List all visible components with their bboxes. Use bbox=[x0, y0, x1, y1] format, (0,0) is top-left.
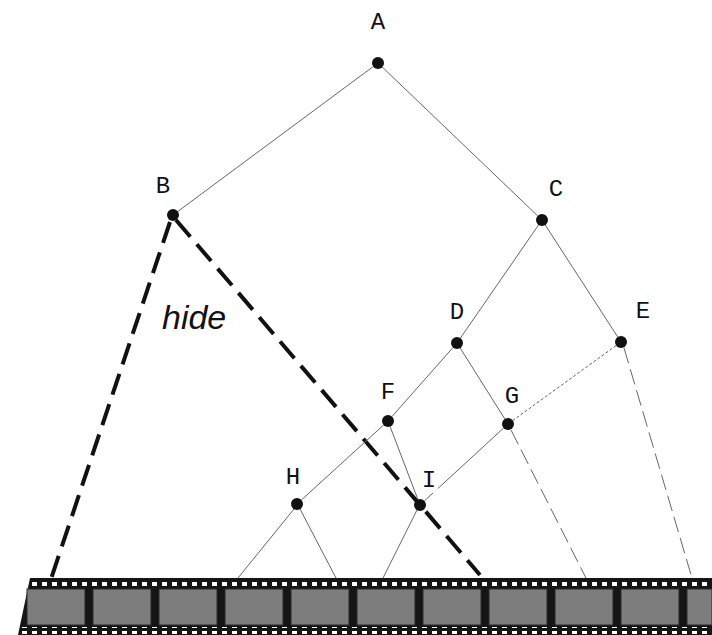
node-letter: H bbox=[284, 466, 302, 490]
tree-edge bbox=[392, 347, 453, 416]
tree-edge bbox=[545, 225, 617, 337]
tree-edge bbox=[460, 225, 538, 338]
tree-node-dot: D bbox=[451, 337, 463, 349]
node-letter: A bbox=[369, 11, 387, 35]
tree-edge bbox=[301, 425, 383, 500]
node-letter: I bbox=[420, 469, 438, 493]
region-label: hide bbox=[160, 300, 228, 334]
node-letter: F bbox=[379, 381, 397, 405]
node-letter: E bbox=[634, 300, 652, 324]
node-letter: C bbox=[547, 178, 565, 202]
tree-node-dot: I bbox=[414, 499, 426, 511]
tree-node-dot: C bbox=[536, 214, 548, 226]
hide-region bbox=[48, 220, 480, 588]
node-letter: G bbox=[503, 385, 521, 409]
film-strip bbox=[18, 578, 712, 635]
tree-edge bbox=[390, 427, 418, 500]
tree-edge bbox=[513, 346, 616, 421]
node-letter: D bbox=[448, 301, 466, 325]
tree-node-dot: B bbox=[167, 209, 179, 221]
tree-node-dot: E bbox=[615, 336, 627, 348]
leaf-lines bbox=[238, 348, 692, 578]
tree-edge bbox=[460, 348, 505, 419]
tree-node-dot: G bbox=[502, 418, 514, 430]
tree-node-dot: F bbox=[382, 415, 394, 427]
tree-node-dot: H bbox=[291, 498, 303, 510]
tree-edge bbox=[178, 67, 373, 212]
tree-node-dot: A bbox=[372, 57, 384, 69]
tree-edge bbox=[382, 67, 537, 216]
node-letter: B bbox=[154, 175, 172, 199]
